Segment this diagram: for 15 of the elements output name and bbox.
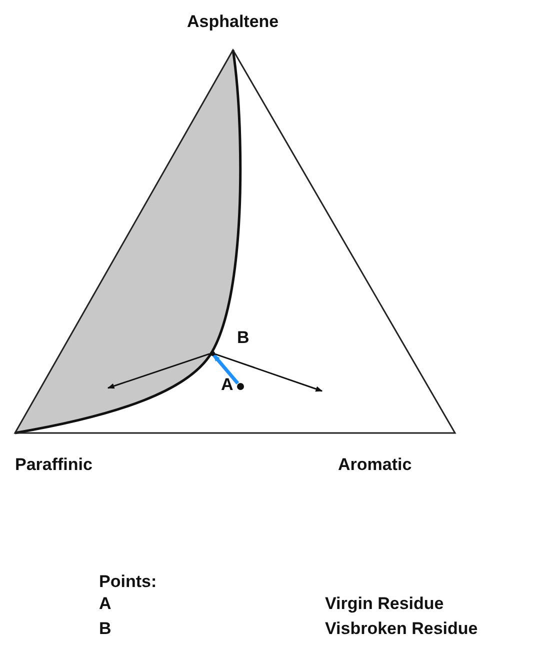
- point-marker: [210, 350, 214, 356]
- legend-text: Visbroken Residue: [325, 619, 478, 639]
- legend-key: B: [99, 619, 112, 639]
- legend-key: A: [99, 594, 112, 614]
- legend-heading: Points:: [99, 572, 157, 592]
- arrow: [212, 354, 240, 384]
- point-marker: [236, 382, 244, 390]
- point-label: B: [237, 328, 250, 348]
- vertex-label: Paraffinic: [15, 455, 92, 475]
- legend-text: Virgin Residue: [325, 594, 444, 614]
- point-label: A: [221, 375, 234, 395]
- arrow: [214, 353, 323, 392]
- arrow: [107, 353, 210, 389]
- vertex-label: Aromatic: [338, 455, 412, 475]
- vertex-label: Asphaltene: [187, 12, 279, 32]
